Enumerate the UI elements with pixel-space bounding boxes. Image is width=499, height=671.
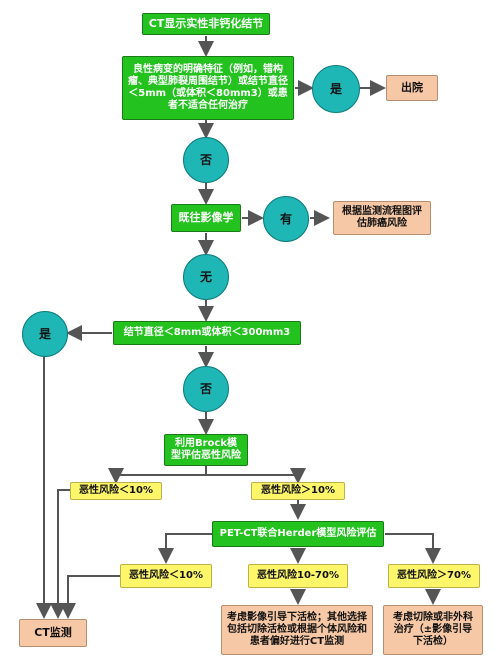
monitor-plan-node: 根据监测流程图评估肺癌风险	[333, 201, 431, 235]
edge-hlt10-ct	[60, 575, 120, 619]
ct-monitoring-node: CT监测	[19, 619, 87, 647]
have-decision: 有	[263, 196, 309, 242]
yes-decision-1: 是	[312, 65, 360, 113]
yes-decision-2: 是	[22, 311, 68, 357]
edge-herder-gt70	[385, 533, 441, 564]
resection-consider-node: 考虑切除或非外科治疗（±影像引导下活检）	[383, 605, 483, 655]
brock-risk-high-node: 恶性风险＞10%	[251, 482, 345, 500]
herder-risk-mid-node: 恶性风险10-70%	[248, 564, 348, 588]
herder-risk-low-node: 恶性风险＜10%	[120, 564, 212, 588]
discharge-node: 出院	[386, 75, 438, 101]
brock-model-node: 利用Brock模型评估恶性风险	[164, 434, 248, 466]
no-decision-1: 否	[183, 137, 229, 183]
brock-risk-low-node: 恶性风险＜10%	[70, 482, 162, 500]
no-decision-2: 否	[183, 366, 229, 412]
biopsy-consider-node: 考虑影像引导下活检；其他选择包括切除活检或根据个体风险和患者偏好进行CT监测	[221, 605, 373, 655]
size-threshold-node: 结节直径＜8mm或体积＜300mm3	[113, 321, 301, 345]
ct-solid-nodule-node: CT显示实性非钙化结节	[142, 13, 270, 35]
edge-herder-lt10	[158, 533, 212, 564]
none-decision: 无	[183, 254, 229, 300]
pet-ct-herder-node: PET-CT联合Herder模型风险评估	[212, 521, 384, 547]
benign-criteria-node: 良性病变的明确特征（例如，错构瘤、典型肺裂周围结节）或结节直径＜5mm（或体积＜…	[122, 56, 294, 120]
edge-brock-gt10	[205, 466, 306, 484]
prior-imaging-node: 既往影像学	[171, 204, 241, 232]
edge-brock-lt10	[108, 466, 207, 484]
herder-risk-high-node: 恶性风险＞70%	[388, 564, 480, 588]
edge-lt10-ct	[50, 489, 70, 619]
